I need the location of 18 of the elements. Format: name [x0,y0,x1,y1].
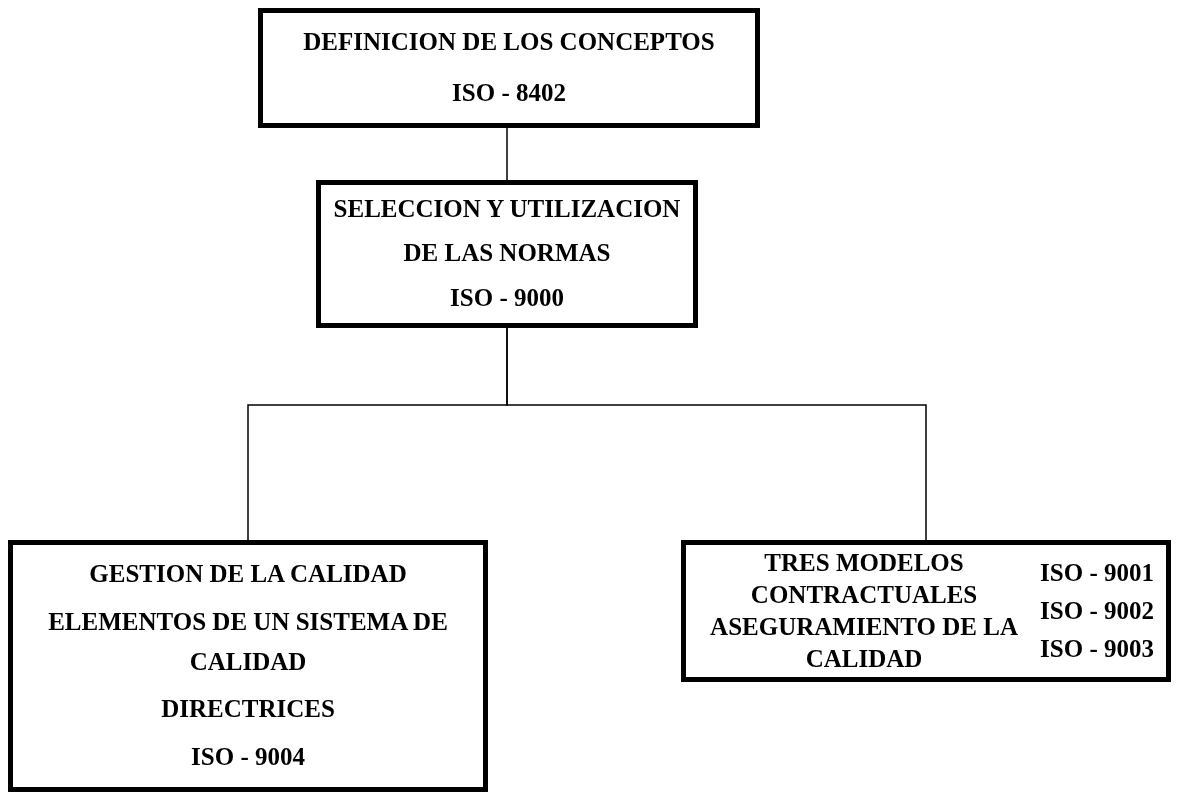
process-box [258,8,760,128]
box-label: GESTION DE LA CALIDAD [89,559,407,589]
box-label: ISO - 9003 [1040,634,1154,664]
box-label: ISO - 8402 [452,78,566,108]
box-label: TRES MODELOS CONTRACTUALES ASEGURAMIENTO DE LA CALIDAD [709,548,1019,674]
box-label: ISO - 9001 [1040,558,1154,588]
box-label: SELECCION Y UTILIZACION DE LAS NORMAS [332,194,682,268]
connector-line [506,127,508,181]
process-box [316,180,698,328]
box-label: ELEMENTOS DE UN SISTEMA DE CALIDAD [47,606,449,677]
process-box [681,540,1171,682]
process-box [8,540,488,792]
box-label: DEFINICION DE LOS CONCEPTOS [303,27,715,57]
connector-line [506,327,927,541]
box-label: ISO - 9002 [1040,596,1154,626]
box-label: ISO - 9000 [450,283,564,313]
box-label: DIRECTRICES [161,694,335,724]
box-label: ISO - 9004 [191,741,305,772]
